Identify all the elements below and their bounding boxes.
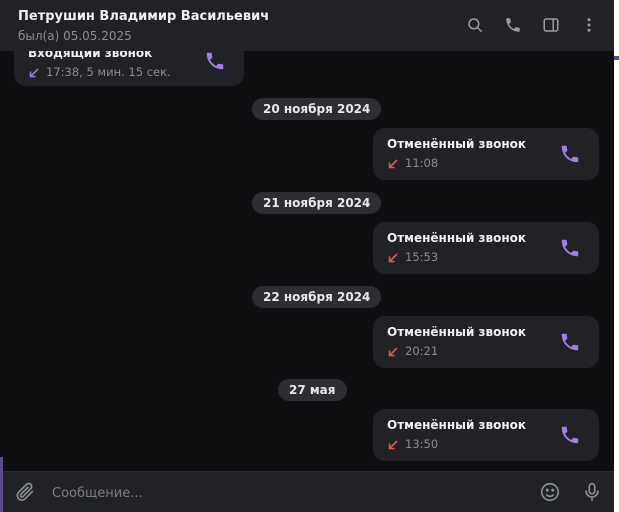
call-title: Входящий звонок	[28, 51, 153, 60]
microphone-icon[interactable]	[581, 481, 603, 503]
sidebar-toggle-icon[interactable]	[540, 14, 562, 36]
chat-header: Петрушин Владимир Васильевич был(а) 05.0…	[0, 0, 614, 51]
date-separator: 21 ноября 2024	[252, 192, 382, 214]
left-window-edge	[0, 457, 3, 512]
phone-call-icon[interactable]	[559, 237, 581, 259]
call-message-cancelled[interactable]: Отменённый звонок 13:50	[373, 409, 599, 461]
message-composer	[0, 471, 614, 512]
contact-status: был(а) 05.05.2025	[18, 29, 132, 43]
phone-call-icon[interactable]	[559, 143, 581, 165]
call-message-incoming[interactable]: Входящий звонок 17:38, 5 мин. 15 сек.	[14, 51, 244, 86]
call-meta: 17:38, 5 мин. 15 сек.	[46, 65, 171, 79]
phone-icon[interactable]	[502, 14, 524, 36]
search-icon[interactable]	[464, 14, 486, 36]
incoming-arrow-icon	[28, 67, 40, 79]
call-title: Отменённый звонок	[387, 418, 527, 432]
phone-call-icon[interactable]	[559, 331, 581, 353]
date-separator: 27 мая	[278, 379, 347, 401]
call-title: Отменённый звонок	[387, 325, 527, 339]
cancelled-arrow-icon	[387, 439, 399, 451]
date-separator: 20 ноября 2024	[252, 98, 382, 120]
phone-call-icon[interactable]	[559, 424, 581, 446]
cancelled-arrow-icon	[387, 158, 399, 170]
call-title: Отменённый звонок	[387, 137, 527, 151]
call-message-cancelled[interactable]: Отменённый звонок 15:53	[373, 222, 599, 274]
cancelled-arrow-icon	[387, 252, 399, 264]
more-vertical-icon[interactable]	[578, 14, 600, 36]
message-input[interactable]	[50, 480, 484, 506]
call-message-cancelled[interactable]: Отменённый звонок 20:21	[373, 316, 599, 368]
contact-name[interactable]: Петрушин Владимир Васильевич	[18, 9, 270, 24]
header-actions	[464, 14, 600, 36]
call-message-cancelled[interactable]: Отменённый звонок 11:08	[373, 128, 599, 180]
phone-call-icon[interactable]	[204, 51, 226, 72]
call-time: 20:21	[405, 344, 439, 358]
call-time: 15:53	[405, 250, 439, 264]
message-list[interactable]: Входящий звонок 17:38, 5 мин. 15 сек. 20…	[0, 51, 614, 471]
emoji-icon[interactable]	[539, 481, 561, 503]
call-time: 11:08	[405, 156, 439, 170]
cancelled-arrow-icon	[387, 346, 399, 358]
call-time: 13:50	[405, 437, 439, 451]
call-title: Отменённый звонок	[387, 231, 527, 245]
date-separator: 22 ноября 2024	[252, 286, 382, 308]
background-window-edge	[614, 0, 619, 512]
paperclip-icon[interactable]	[14, 481, 36, 503]
